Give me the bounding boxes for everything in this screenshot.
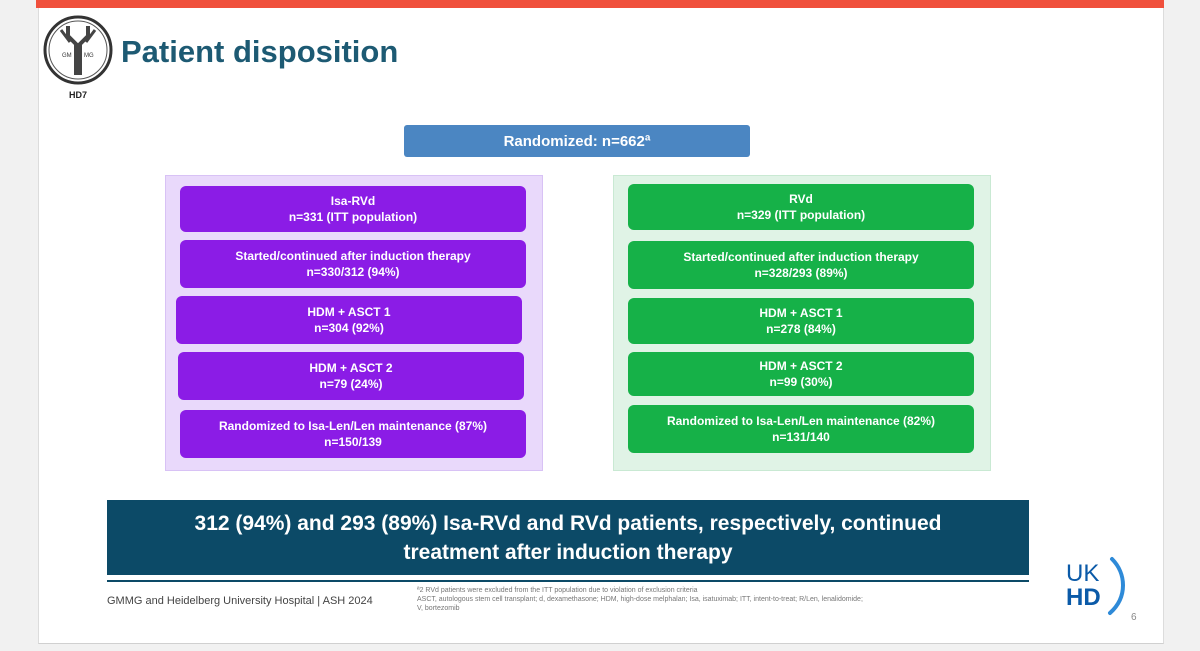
box-line1: HDM + ASCT 2 <box>309 361 393 375</box>
gmmg-hd7-logo: GM MG HD7 <box>43 15 113 100</box>
footnotes: ª2 RVd patients were excluded from the I… <box>417 586 1045 613</box>
isa-rvd-box-induction: Started/continued after induction therap… <box>180 240 526 288</box>
slide: GM MG HD7 Patient disposition Randomized… <box>38 8 1164 644</box>
box-line2: n=150/139 <box>324 435 382 449</box>
randomized-label: Randomized: n=662ª <box>503 132 651 150</box>
rvd-box-asct1: HDM + ASCT 1 n=278 (84%) <box>628 298 974 344</box>
box-line1: HDM + ASCT 1 <box>307 305 391 319</box>
box-line1: HDM + ASCT 1 <box>759 306 843 320</box>
randomized-box: Randomized: n=662ª <box>404 125 750 157</box>
isa-rvd-box-maintenance: Randomized to Isa-Len/Len maintenance (8… <box>180 410 526 458</box>
box-line2: n=131/140 <box>772 430 830 444</box>
banner-line2: treatment after induction therapy <box>403 540 733 564</box>
box-line2: n=331 (ITT population) <box>288 210 418 224</box>
top-accent-bar <box>36 0 1164 8</box>
footnote-line: V, bortezomib <box>417 605 460 612</box>
logo-text: HD7 <box>69 90 87 100</box>
banner-line1: 312 (94%) and 293 (89%) Isa-RVd and RVd … <box>194 511 942 535</box>
isa-rvd-box-itt: Isa-RVd n=331 (ITT population) <box>180 186 526 232</box>
footer-divider <box>107 580 1029 582</box>
footnote-line: ª2 RVd patients were excluded from the I… <box>417 587 698 594</box>
box-line1: Started/continued after induction therap… <box>683 250 919 264</box>
rvd-box-induction: Started/continued after induction therap… <box>628 241 974 289</box>
footnote-line: ASCT, autologous stem cell transplant; d… <box>417 596 863 603</box>
rvd-box-itt: RVd n=329 (ITT population) <box>628 184 974 230</box>
box-line2: n=99 (30%) <box>769 375 833 389</box>
isa-rvd-box-asct2: HDM + ASCT 2 n=79 (24%) <box>178 352 524 400</box>
ukhd-logo-line2: HD <box>1066 584 1101 611</box>
logo-letters-left: GM <box>62 53 72 59</box>
box-line1: Started/continued after induction therap… <box>235 249 471 263</box>
rvd-box-maintenance: Randomized to Isa-Len/Len maintenance (8… <box>628 405 974 453</box>
box-line2: n=330/312 (94%) <box>306 265 400 279</box>
logo-letters-right: MG <box>84 53 94 59</box>
summary-banner: 312 (94%) and 293 (89%) Isa-RVd and RVd … <box>107 500 1029 575</box>
box-line2: n=328/293 (89%) <box>754 266 848 280</box>
box-line1: Randomized to Isa-Len/Len maintenance (8… <box>666 414 936 428</box>
isa-rvd-arm-panel: Isa-RVd n=331 (ITT population) Started/c… <box>165 175 543 471</box>
rvd-arm-panel: RVd n=329 (ITT population) Started/conti… <box>613 175 991 471</box>
box-line1: Randomized to Isa-Len/Len maintenance (8… <box>218 419 488 433</box>
box-line2: n=278 (84%) <box>766 322 836 336</box>
box-line1: Isa-RVd <box>330 194 376 208</box>
box-line2: n=79 (24%) <box>319 377 383 391</box>
ukhd-logo-line1: UK <box>1066 560 1099 587</box>
box-line2: n=304 (92%) <box>314 321 384 335</box>
isa-rvd-box-asct1: HDM + ASCT 1 n=304 (92%) <box>176 296 522 344</box>
page-number: 6 <box>1131 612 1137 623</box>
slide-title: Patient disposition <box>121 34 399 69</box>
footer-source: GMMG and Heidelberg University Hospital … <box>107 595 373 607</box>
box-line1: RVd <box>789 192 813 206</box>
box-line1: HDM + ASCT 2 <box>759 359 843 373</box>
box-line2: n=329 (ITT population) <box>736 208 866 222</box>
rvd-box-asct2: HDM + ASCT 2 n=99 (30%) <box>628 352 974 396</box>
ukhd-logo: UK HD <box>1066 557 1125 615</box>
